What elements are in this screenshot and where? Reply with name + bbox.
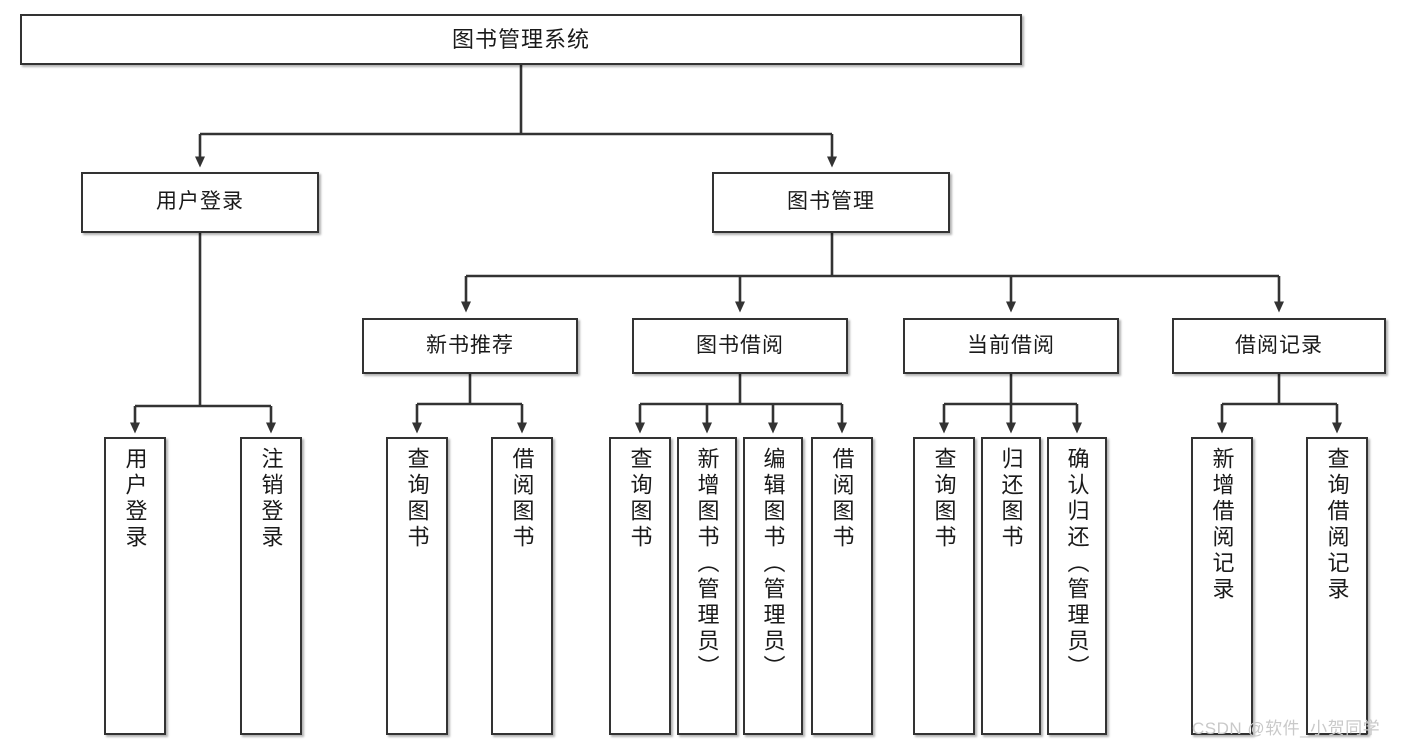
leaf-label: 查询图书 [931, 447, 957, 551]
node-new-book[interactable]: 新书推荐 [362, 318, 578, 374]
leaf-label: 借阅图书 [829, 447, 855, 551]
leaf-user-login-logout[interactable]: 注销登录 [240, 437, 302, 735]
node-book-borrow[interactable]: 图书借阅 [632, 318, 848, 374]
node-user-login-label: 用户登录 [156, 190, 244, 214]
node-book-borrow-label: 图书借阅 [696, 333, 784, 357]
node-user-login[interactable]: 用户登录 [81, 172, 319, 233]
leaf-borrow-record-query[interactable]: 查询借阅记录 [1306, 437, 1368, 735]
leaf-label: 新增图书（管理员） [694, 447, 720, 681]
leaf-new-book-borrow[interactable]: 借阅图书 [491, 437, 553, 735]
node-current-borrow-label: 当前借阅 [967, 333, 1055, 357]
node-new-book-label: 新书推荐 [426, 333, 514, 357]
leaf-label: 编辑图书（管理员） [760, 447, 786, 681]
node-borrow-record-label: 借阅记录 [1235, 333, 1323, 357]
node-current-borrow[interactable]: 当前借阅 [903, 318, 1119, 374]
leaf-label: 确认归还（管理员） [1064, 447, 1090, 681]
node-book-manage[interactable]: 图书管理 [712, 172, 950, 233]
leaf-label: 借阅图书 [509, 447, 535, 551]
node-root[interactable]: 图书管理系统 [20, 14, 1022, 65]
leaf-label: 查询图书 [404, 447, 430, 551]
leaf-label: 用户登录 [122, 447, 148, 551]
leaf-book-borrow-add[interactable]: 新增图书（管理员） [677, 437, 737, 735]
leaf-book-borrow-edit[interactable]: 编辑图书（管理员） [743, 437, 803, 735]
node-book-manage-label: 图书管理 [787, 190, 875, 214]
leaf-label: 归还图书 [998, 447, 1024, 551]
leaf-label: 查询图书 [627, 447, 653, 551]
leaf-current-borrow-confirm[interactable]: 确认归还（管理员） [1047, 437, 1107, 735]
leaf-label: 新增借阅记录 [1209, 447, 1235, 603]
leaf-label: 注销登录 [258, 447, 284, 551]
node-borrow-record[interactable]: 借阅记录 [1172, 318, 1386, 374]
leaf-new-book-query[interactable]: 查询图书 [386, 437, 448, 735]
leaf-current-borrow-return[interactable]: 归还图书 [981, 437, 1041, 735]
leaf-label: 查询借阅记录 [1324, 447, 1350, 603]
leaf-book-borrow-query[interactable]: 查询图书 [609, 437, 671, 735]
leaf-user-login-login[interactable]: 用户登录 [104, 437, 166, 735]
leaf-borrow-record-add[interactable]: 新增借阅记录 [1191, 437, 1253, 735]
node-root-label: 图书管理系统 [451, 26, 590, 52]
leaf-book-borrow-borrow[interactable]: 借阅图书 [811, 437, 873, 735]
leaf-current-borrow-query[interactable]: 查询图书 [913, 437, 975, 735]
